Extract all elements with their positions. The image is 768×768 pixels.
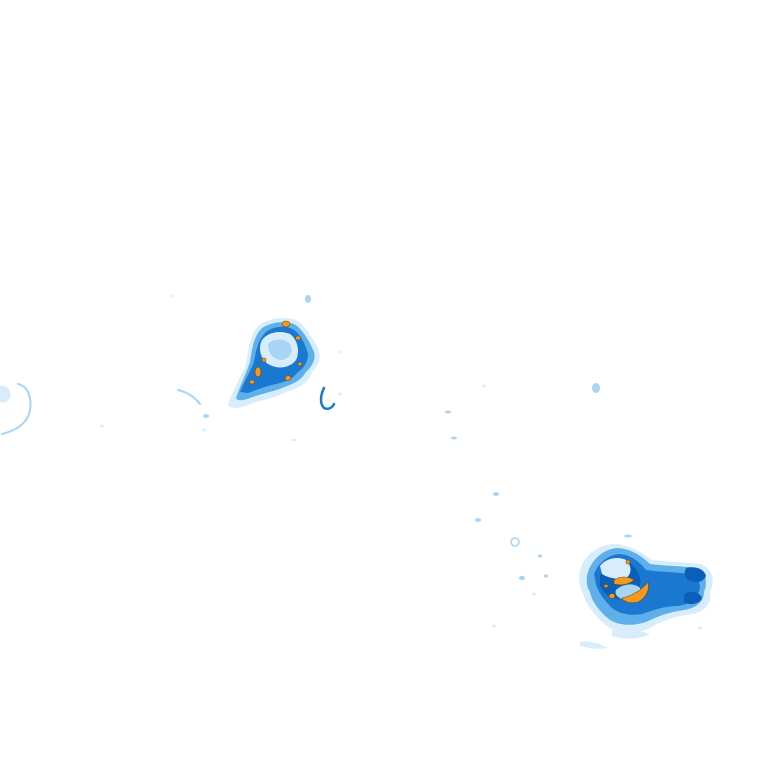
north-west-storm-cell bbox=[228, 295, 336, 411]
scattered-light-echoes bbox=[100, 294, 702, 630]
south-east-storm-cell bbox=[579, 544, 713, 649]
west-edge-echo bbox=[0, 383, 32, 435]
